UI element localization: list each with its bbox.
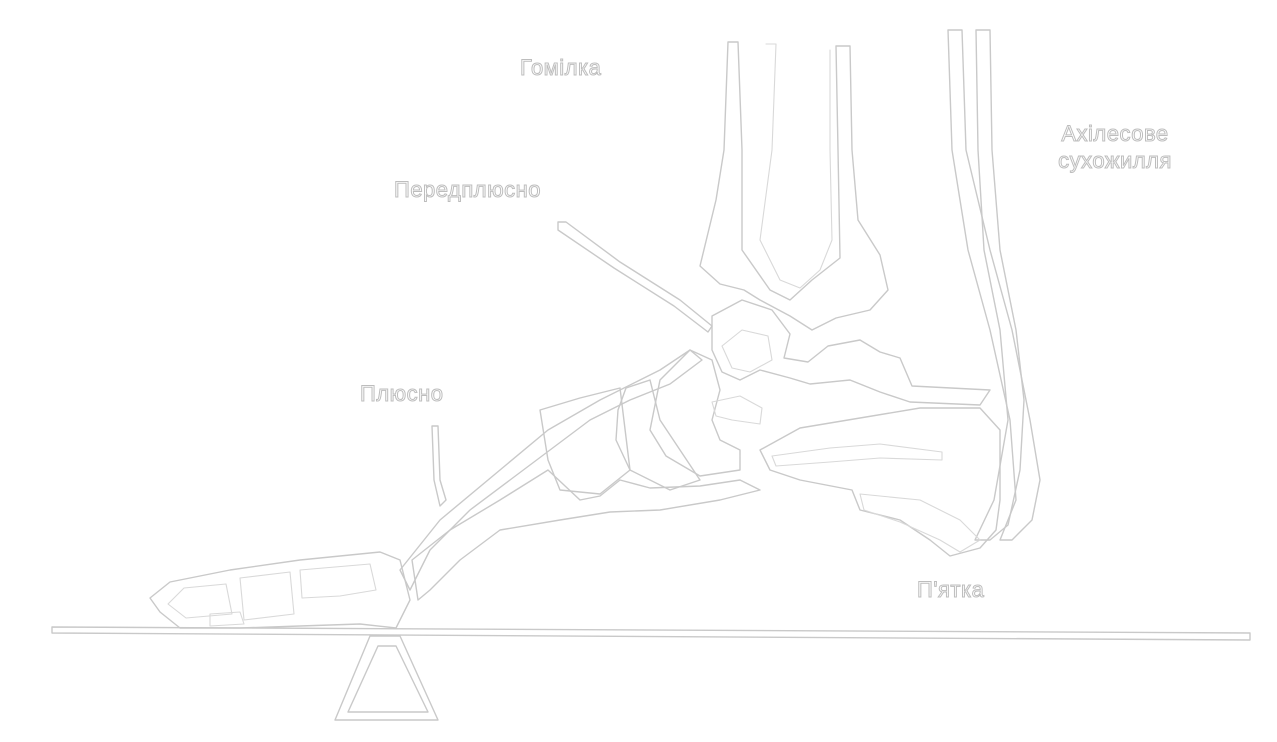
phalanx-3 <box>299 563 377 599</box>
label-achilles-tendon: Ахілесове сухожилля <box>1040 120 1190 174</box>
tibia-bone <box>699 41 889 331</box>
talus-bone <box>711 299 991 406</box>
navicular-bone <box>649 349 741 477</box>
phalanx-4 <box>209 611 245 627</box>
label-shin: Гомілка <box>519 55 602 81</box>
metatarsal-upper <box>539 387 631 495</box>
metatarsal-lower <box>411 469 761 601</box>
tibia-inner <box>759 43 833 289</box>
fibula-bone <box>974 29 1025 541</box>
label-achilles-line1: Ахілесове <box>1061 121 1169 147</box>
phalanx-1 <box>167 583 233 619</box>
heel-pad <box>859 493 981 553</box>
label-achilles-line2: сухожилля <box>1058 148 1172 174</box>
cuneiform-bone <box>711 395 763 425</box>
calcaneus-inner <box>771 443 943 467</box>
label-tarsus: Передплюсно <box>393 177 542 203</box>
label-heel: П'ятка <box>916 577 985 603</box>
phalanges <box>149 551 411 629</box>
ground-line <box>51 626 1251 641</box>
calcaneus-bone <box>759 407 1001 557</box>
metatarsal-shaft <box>399 349 703 591</box>
phalanx-2 <box>239 571 295 621</box>
talus-inner <box>721 329 773 373</box>
label-metatarsus: Плюсно <box>360 381 444 407</box>
metatarsus-pointer <box>431 425 447 507</box>
achilles-tendon <box>947 29 1041 541</box>
cuboid-bone <box>615 379 701 491</box>
pivot-triangle <box>334 635 439 721</box>
tarsus-pointer <box>557 221 713 333</box>
